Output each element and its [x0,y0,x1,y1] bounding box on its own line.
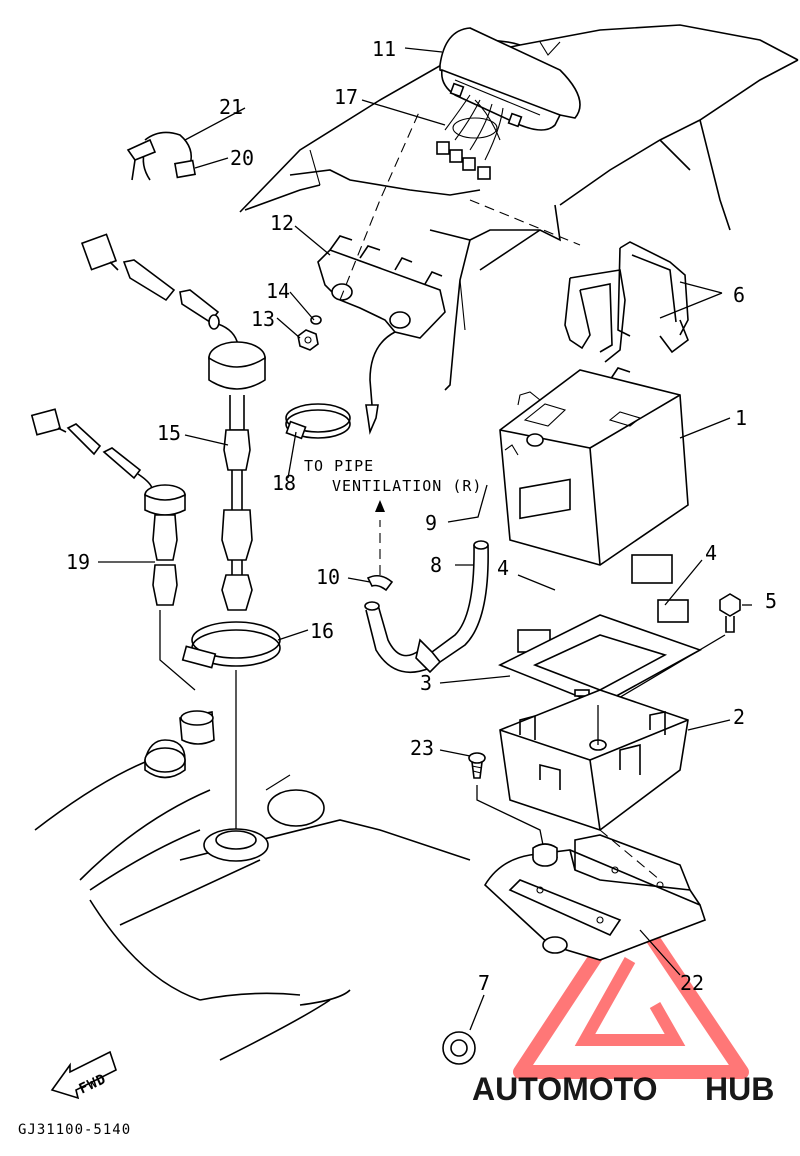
callout-6: 6 [733,283,745,307]
callout-3: 3 [420,671,432,695]
seat [239,24,799,391]
callout-labels: 1 2 3 4 4 5 6 7 8 9 10 11 12 13 14 15 16… [66,37,777,995]
battery-cover [498,614,702,706]
socket-wiring [436,94,504,180]
callout-11: 11 [372,37,396,61]
battery [499,369,689,566]
watermark-text-2: HUB [705,1071,774,1107]
battery-pads [517,478,689,653]
callout-8: 8 [430,553,442,577]
callout-20: 20 [230,146,254,170]
callout-23: 23 [410,736,434,760]
grommet [442,994,485,1065]
fuel-sender [80,233,266,611]
note-line-2: VENTILATION (R) [332,477,482,495]
callout-10: 10 [316,565,340,589]
fuel-tank [34,710,471,1061]
nut-washer [297,315,322,351]
drawing-code: GJ31100-5140 [18,1122,131,1138]
callout-1: 1 [735,406,747,430]
fuse-bracket [317,109,446,435]
callout-5: 5 [765,589,777,613]
small-clamp [285,403,351,440]
callout-22: 22 [680,971,704,995]
callout-19: 19 [66,550,90,574]
callout-14: 14 [266,279,290,303]
watermark-logo [513,898,749,1079]
battery-bracket [483,829,707,961]
callout-15: 15 [157,421,181,445]
hose-clamp [181,621,281,830]
callout-4b: 4 [705,541,717,565]
cable-band [126,131,197,181]
battery-band [564,241,689,381]
watermark-text-1: AUTOMOTO [472,1071,657,1107]
fwd-arrow [50,1050,117,1100]
fuel-level-sensor [30,408,196,691]
callout-12: 12 [270,211,294,235]
callout-4a: 4 [497,556,509,580]
callout-2: 2 [733,705,745,729]
callout-21: 21 [219,95,243,119]
leader-lines [98,47,752,976]
callout-7: 7 [478,971,490,995]
callout-13: 13 [251,307,275,331]
callout-9: 9 [425,511,437,535]
note-line-1: TO PIPE [304,457,374,475]
tail-light-assembly [439,27,581,131]
battery-case [499,689,689,831]
breather-hose [364,500,489,674]
screw [468,752,546,856]
callout-17: 17 [334,85,358,109]
callout-16: 16 [310,619,334,643]
callout-18: 18 [272,471,296,495]
